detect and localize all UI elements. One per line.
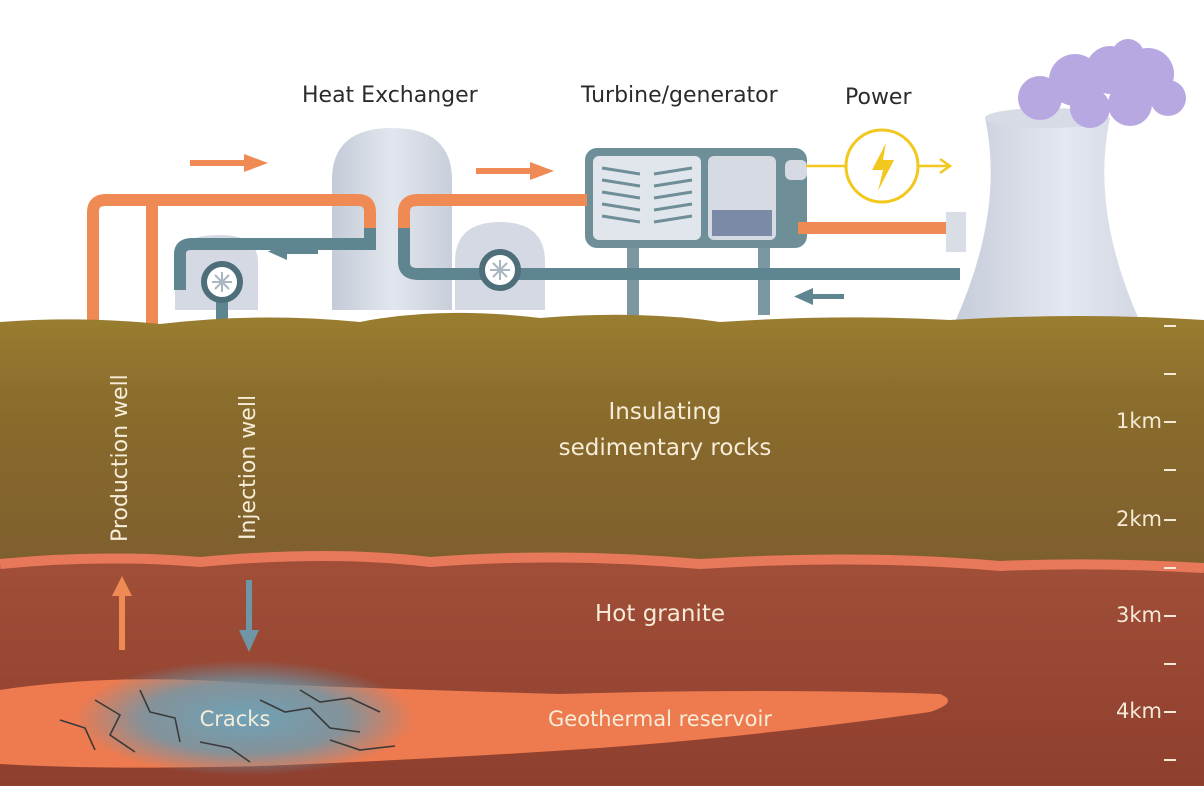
arrow-left-icon — [794, 288, 844, 305]
lightning-icon — [806, 128, 953, 204]
injection-well-label: Injection well — [236, 394, 261, 540]
boundary-band — [0, 551, 1204, 573]
turbine-generator-unit — [585, 148, 807, 248]
geothermal-reservoir-label: Geothermal reservoir — [548, 707, 772, 731]
insulating-rocks-label: Insulating sedimentary rocks — [520, 394, 810, 466]
cooling-tower — [955, 109, 1140, 322]
pump-icon — [479, 249, 521, 291]
arrow-left-icon — [268, 243, 318, 260]
cracks-zone — [75, 660, 415, 776]
power-label: Power — [845, 85, 912, 110]
arrow-down-icon — [239, 580, 259, 652]
sedimentary-layer — [0, 312, 1204, 575]
hot-granite-label: Hot granite — [595, 601, 725, 627]
turbine-generator-label: Turbine/generator — [581, 83, 778, 108]
arrow-right-icon — [190, 154, 268, 172]
depth-label-4km: 4km — [1116, 699, 1162, 723]
depth-label-3km: 3km — [1116, 603, 1162, 627]
production-well-label: Production well — [108, 374, 133, 542]
depth-label-1km: 1km — [1116, 409, 1162, 433]
insulating-rocks-line1: Insulating — [608, 399, 722, 425]
depth-scale-ticks — [1164, 325, 1176, 761]
cracks-label: Cracks — [199, 707, 271, 731]
crack-lines — [59, 689, 396, 763]
arrow-up-icon — [112, 576, 132, 650]
pump-icon — [201, 261, 243, 303]
steam-cloud — [1018, 39, 1186, 128]
heat-exchanger-tank — [332, 128, 452, 310]
arrow-right-icon — [476, 162, 554, 180]
insulating-rocks-line2: sedimentary rocks — [558, 435, 772, 461]
depth-label-2km: 2km — [1116, 507, 1162, 531]
heat-exchanger-label: Heat Exchanger — [302, 83, 478, 108]
